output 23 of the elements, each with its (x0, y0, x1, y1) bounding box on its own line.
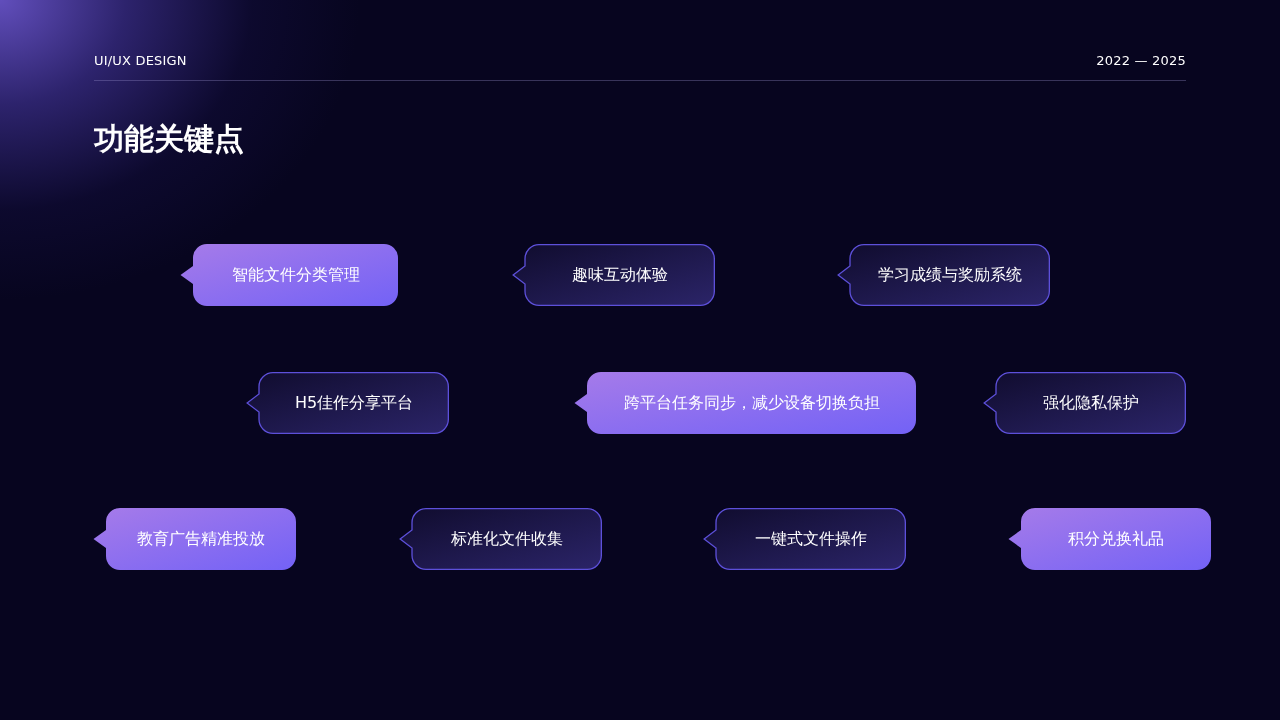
bubble-label: H5佳作分享平台 (294, 393, 414, 413)
bubble-label: 学习成绩与奖励系统 (878, 265, 1022, 285)
slide-title: 功能关键点 (94, 120, 244, 158)
speech-bubble (246, 372, 449, 434)
header-label: UI/UX DESIGN (94, 53, 187, 69)
speech-bubble (93, 508, 296, 570)
bubble-label: 强化隐私保护 (1043, 393, 1139, 413)
speech-bubble (399, 508, 602, 570)
bubble-label: 标准化文件收集 (451, 529, 563, 549)
speech-bubble (837, 244, 1050, 306)
bubble-label: 趣味互动体验 (572, 265, 668, 285)
speech-bubble (703, 508, 906, 570)
bubble-label: 一键式文件操作 (755, 529, 867, 549)
speech-bubble (180, 244, 398, 306)
bubble-label: 跨平台任务同步，减少设备切换负担 (623, 393, 880, 413)
speech-bubble (1008, 508, 1211, 570)
bubble-label: 智能文件分类管理 (231, 265, 360, 285)
speech-bubble (983, 372, 1186, 434)
date-range: 2022 — 2025 (1096, 53, 1186, 69)
bubble-label: 教育广告精准投放 (137, 529, 265, 549)
speech-bubble (574, 372, 916, 434)
speech-bubble (512, 244, 715, 306)
bubble-label: 积分兑换礼品 (1068, 529, 1164, 549)
